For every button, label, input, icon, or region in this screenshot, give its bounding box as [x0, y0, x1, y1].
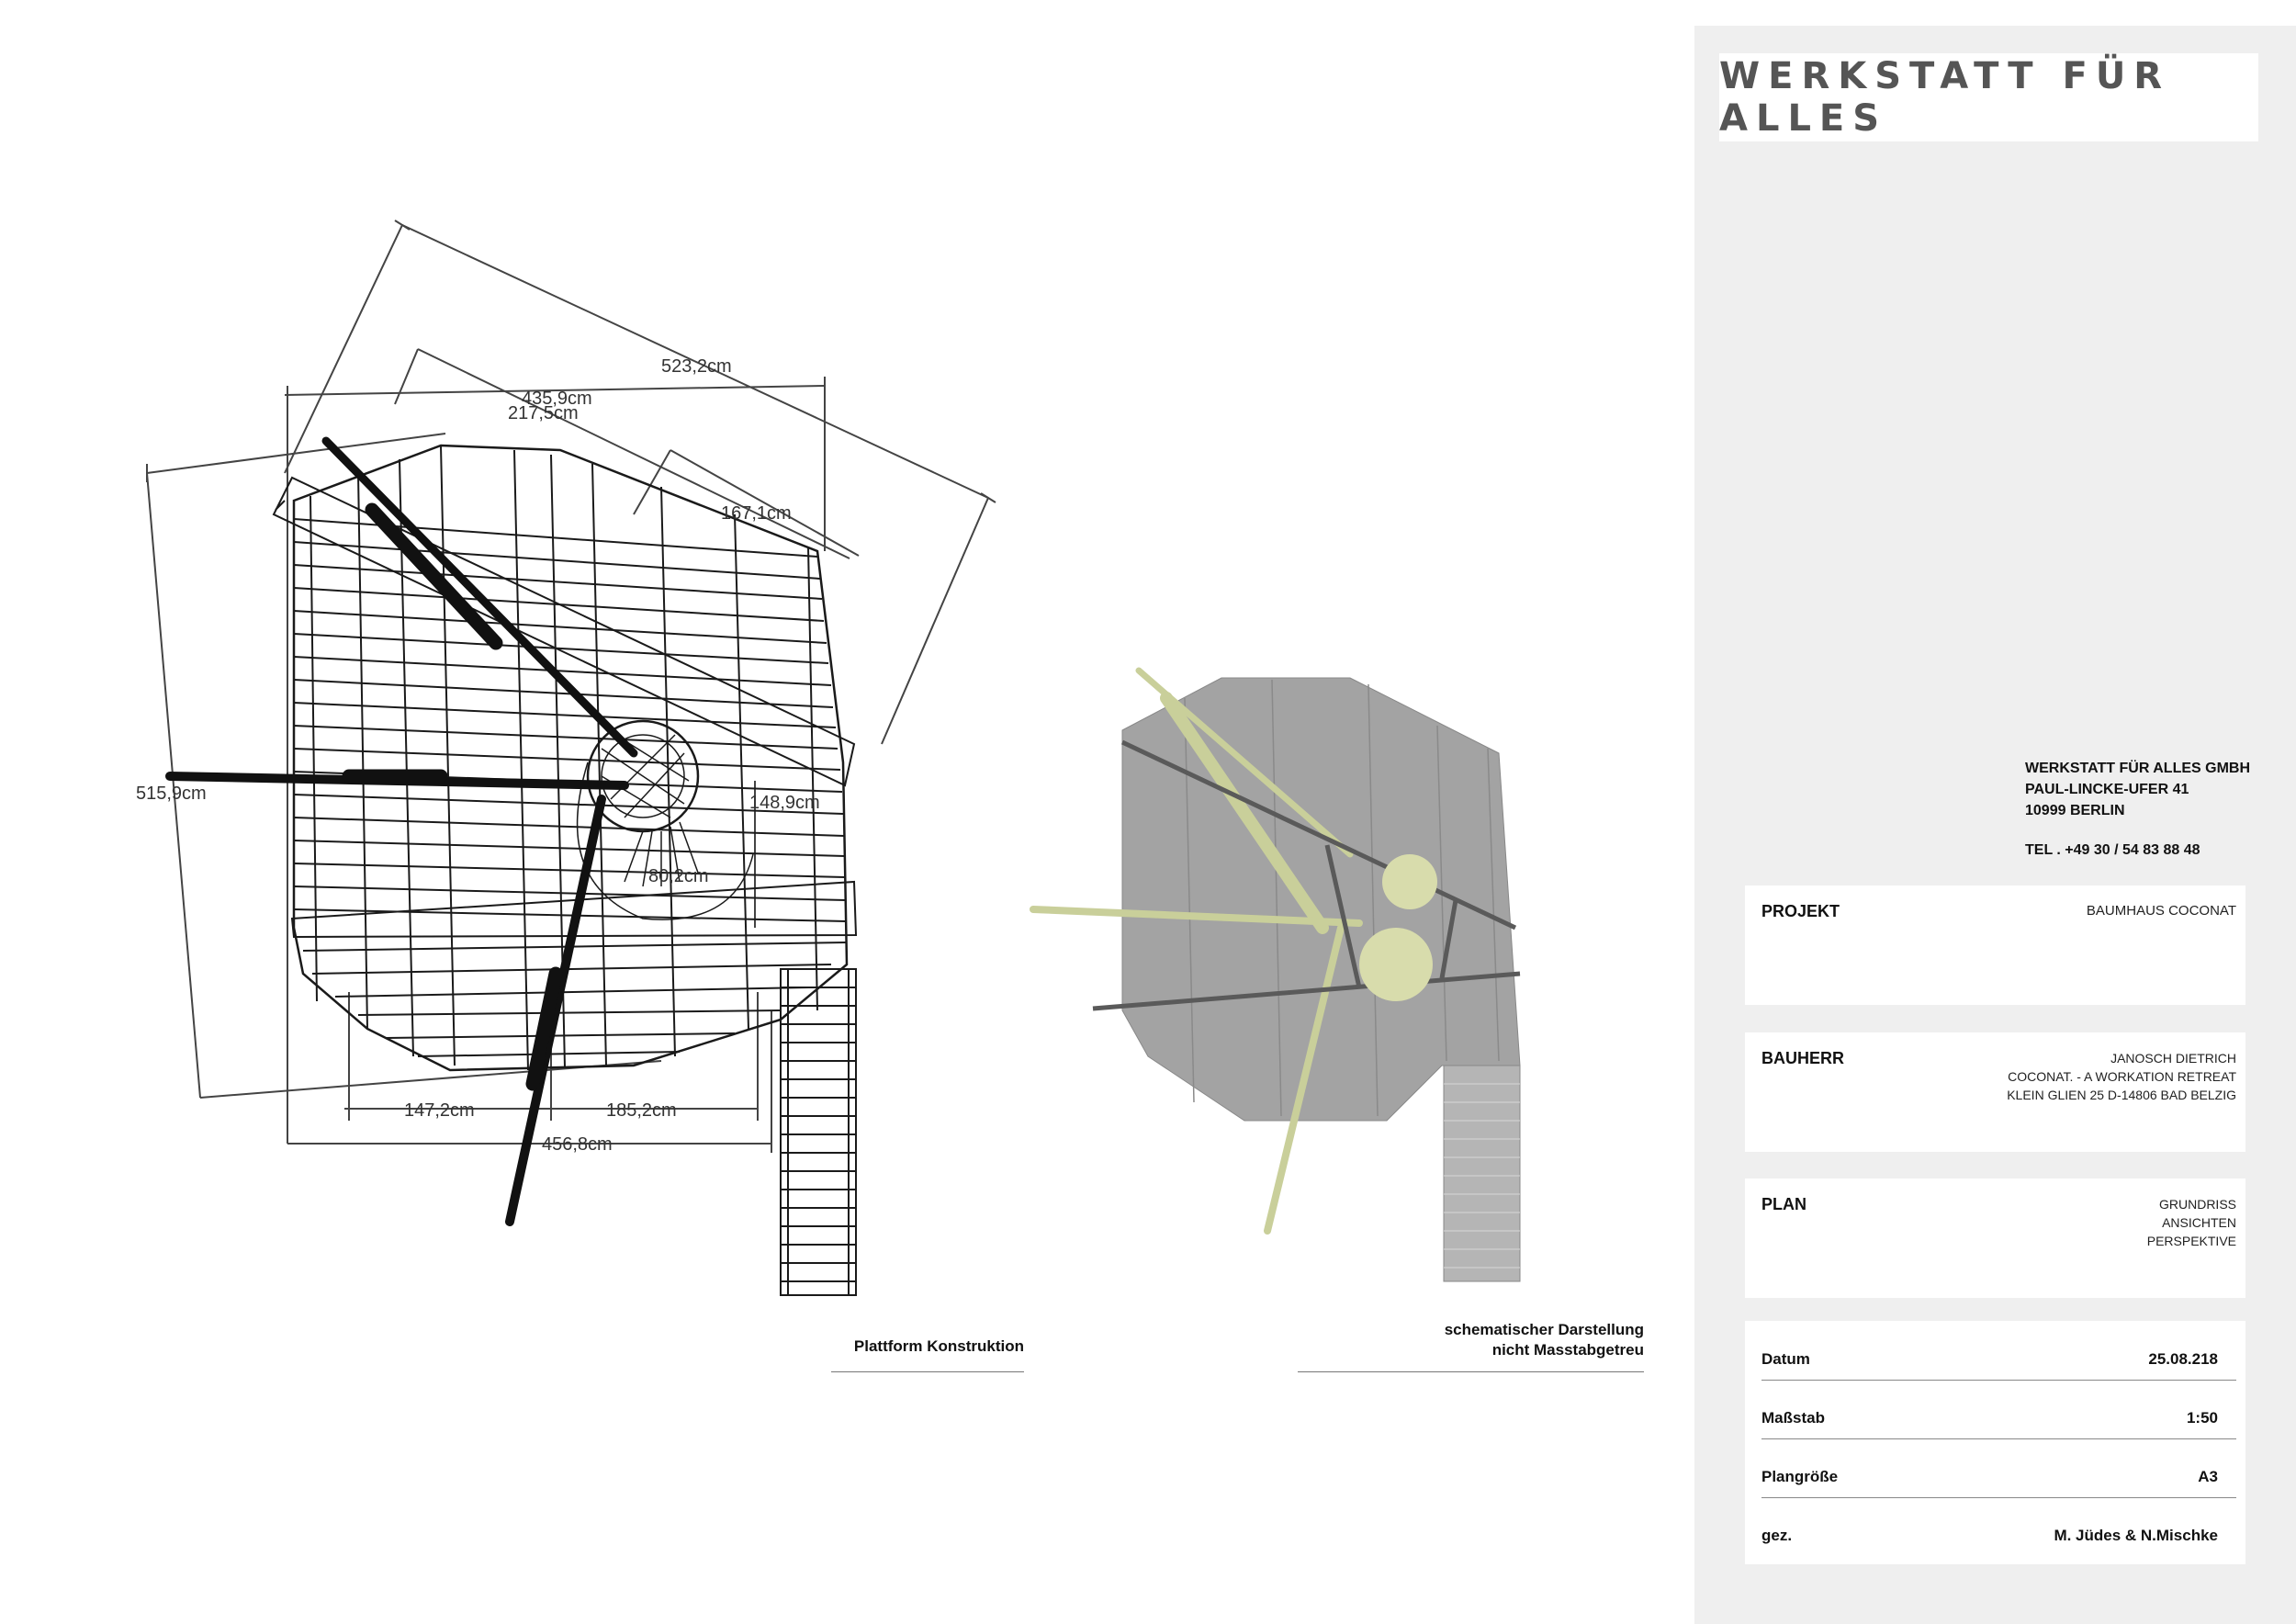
- projekt-box: PROJEKT BAUMHAUS COCONAT: [1745, 885, 2245, 1005]
- dim-label-147: 147,2cm: [404, 1100, 475, 1121]
- caption-schematic-line1: schematischer Darstellung: [1444, 1321, 1644, 1338]
- dim-label-435: 435,9cm: [522, 389, 592, 409]
- meta-row-massstab: Maßstab 1:50: [1761, 1380, 2236, 1439]
- caption-schematic-line2: nicht Masstabgetreu: [1491, 1341, 1644, 1359]
- datum-label: Datum: [1761, 1350, 1810, 1368]
- bauherr-line2: COCONAT. - A WORKATION RETREAT: [2008, 1069, 2236, 1084]
- plangroesse-value: A3: [2198, 1468, 2218, 1485]
- plan-line1: GRUNDRISS: [2158, 1197, 2236, 1212]
- plan-label: PLAN: [1761, 1195, 1806, 1213]
- tree-branches: [165, 436, 638, 1226]
- caption-schematic-underline: [1298, 1371, 1644, 1372]
- title-block: WERKSTATT FÜR ALLES WERKSTATT FÜR ALLES …: [1694, 26, 2296, 1624]
- schematic-stairs: [1443, 1065, 1521, 1282]
- caption-schematic: schematischer Darstellung nicht Masstabg…: [1304, 1320, 1644, 1360]
- floor-plan-drawing: 523,2cm 435,9cm 217,5cm 167,1cm 515,9cm …: [136, 220, 1521, 1296]
- stairs: [780, 968, 857, 1296]
- dim-label-515: 515,9cm: [136, 784, 207, 804]
- massstab-value: 1:50: [2186, 1409, 2218, 1427]
- company-phone: TEL . +49 30 / 54 83 88 48: [2025, 842, 2200, 858]
- bauherr-line1: JANOSCH DIETRICH: [2110, 1051, 2236, 1066]
- dim-label-185: 185,2cm: [606, 1100, 677, 1121]
- caption-platform: Plattform Konstruktion: [853, 1337, 1024, 1355]
- plangroesse-label: Plangröße: [1761, 1468, 1839, 1485]
- dim-label-148: 148,9cm: [749, 793, 820, 813]
- projekt-label: PROJEKT: [1761, 902, 1840, 920]
- deck-beams: [310, 445, 818, 1071]
- company-street: PAUL-LINCKE-UFER 41: [2025, 782, 2189, 797]
- plan-box: PLAN GRUNDRISS ANSICHTEN PERSPEKTIVE: [1745, 1179, 2245, 1298]
- schematic-plan: [1030, 667, 1521, 1282]
- schematic-branches: [1030, 667, 1363, 1235]
- caption-platform-underline: [831, 1371, 1024, 1372]
- gez-label: gez.: [1761, 1527, 1793, 1544]
- company-name: WERKSTATT FÜR ALLES GMBH: [2025, 761, 2251, 776]
- meta-row-datum: Datum 25.08.218: [1761, 1321, 2236, 1381]
- drawing-metadata: Datum 25.08.218 Maßstab 1:50 Plangröße A…: [1745, 1321, 2245, 1564]
- bauherr-label: BAUHERR: [1761, 1049, 1844, 1067]
- schematic-trunk-upper: [1382, 854, 1437, 909]
- platform-construction-plan: [146, 220, 996, 1296]
- meta-row-plangroesse: Plangröße A3: [1761, 1438, 2236, 1498]
- schematic-trunk-lower: [1359, 928, 1433, 1001]
- massstab-label: Maßstab: [1761, 1409, 1825, 1427]
- dim-label-167: 167,1cm: [721, 503, 792, 524]
- tree-trunk: [576, 719, 754, 920]
- dim-label-217: 217,5cm: [508, 403, 579, 423]
- meta-row-gez: gez. M. Jüdes & N.Mischke: [1761, 1497, 2236, 1556]
- plan-value: GRUNDRISS ANSICHTEN PERSPEKTIVE: [2147, 1195, 2236, 1250]
- brand-name: WERKSTATT FÜR ALLES: [1719, 55, 2171, 140]
- bauherr-value: JANOSCH DIETRICH COCONAT. - A WORKATION …: [2007, 1049, 2236, 1104]
- projekt-value: BAUMHAUS COCONAT: [2086, 903, 2236, 919]
- datum-value: 25.08.218: [2148, 1350, 2218, 1368]
- brand-header: WERKSTATT FÜR ALLES: [1719, 53, 2258, 141]
- dim-label-456: 456,8cm: [542, 1134, 613, 1155]
- bauherr-line3: KLEIN GLIEN 25 D-14806 BAD BELZIG: [2007, 1088, 2236, 1102]
- bauherr-box: BAUHERR JANOSCH DIETRICH COCONAT. - A WO…: [1745, 1032, 2245, 1152]
- plan-line2: ANSICHTEN: [2162, 1215, 2236, 1230]
- company-address: WERKSTATT FÜR ALLES GMBH PAUL-LINCKE-UFE…: [2025, 758, 2264, 861]
- plan-line3: PERSPEKTIVE: [2146, 1234, 2236, 1248]
- dim-label-80: 80,2cm: [648, 866, 709, 886]
- gez-value: M. Jüdes & N.Mischke: [2054, 1527, 2218, 1544]
- company-city: 10999 BERLIN: [2025, 803, 2125, 818]
- dimension-labels: 523,2cm 435,9cm 217,5cm 167,1cm 515,9cm …: [136, 356, 820, 1155]
- dim-label-523: 523,2cm: [661, 356, 732, 377]
